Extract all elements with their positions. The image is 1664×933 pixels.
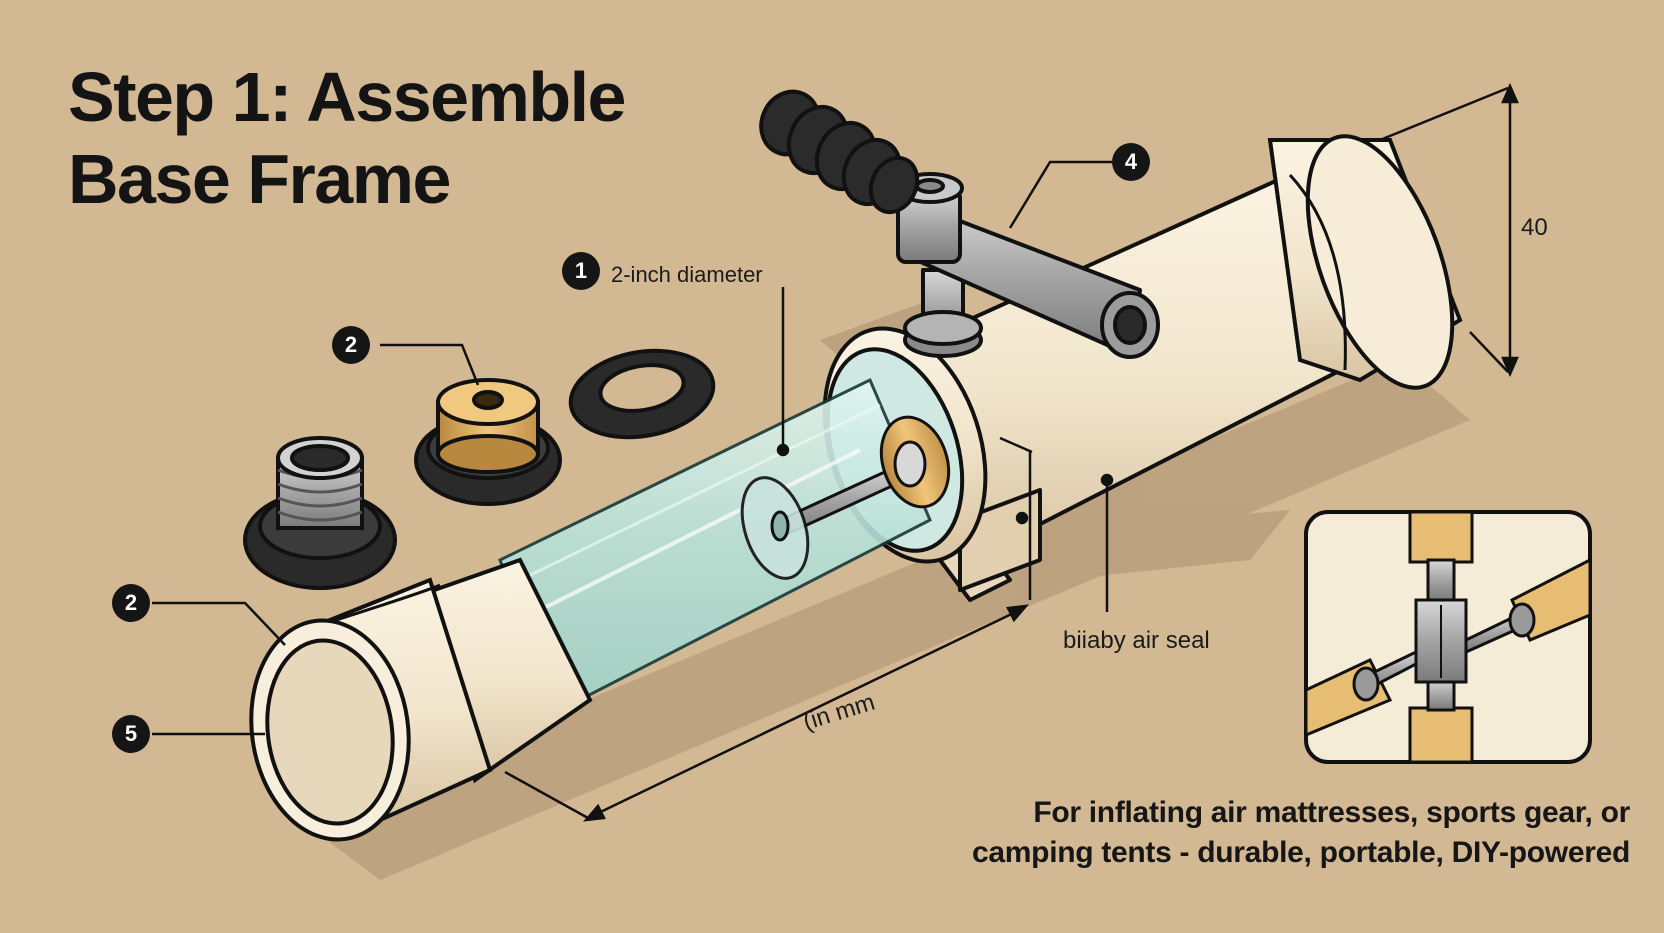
pump-handle-icon — [759, 89, 1160, 359]
air-seal-label: biiaby air seal — [1063, 627, 1210, 654]
left-coupling — [249, 557, 593, 842]
callout-badge-4: 4 — [1112, 143, 1150, 181]
cross-joint-detail-icon — [1304, 510, 1592, 764]
caption-line-2: camping tents - durable, portable, DIY-p… — [972, 836, 1630, 869]
callout-badge-1: 1 — [562, 252, 600, 290]
o-ring-icon — [568, 348, 716, 440]
right-coupling — [1267, 134, 1463, 390]
title-line-1: Step 1: Assemble — [68, 58, 626, 136]
dimension-lines — [504, 82, 1519, 822]
threaded-fitting-icon — [243, 436, 397, 590]
usage-caption: For inflating air mattresses, sports gea… — [870, 793, 1630, 873]
callout-badge-2-top: 2 — [332, 326, 370, 364]
leader-lines — [152, 160, 1114, 736]
title-line-2: Base Frame — [68, 140, 451, 218]
page-title: Step 1: Assemble Base Frame — [68, 56, 626, 220]
brass-valve-icon — [414, 378, 562, 506]
callout-badge-5: 5 — [112, 715, 150, 753]
caption-line-1: For inflating air mattresses, sports gea… — [1033, 796, 1630, 829]
piston-assembly — [740, 415, 951, 580]
callout-label-diameter: 2-inch diameter — [611, 262, 763, 287]
height-dimension-label: 40 — [1521, 214, 1548, 241]
callout-badge-2-bottom: 2 — [112, 584, 150, 622]
